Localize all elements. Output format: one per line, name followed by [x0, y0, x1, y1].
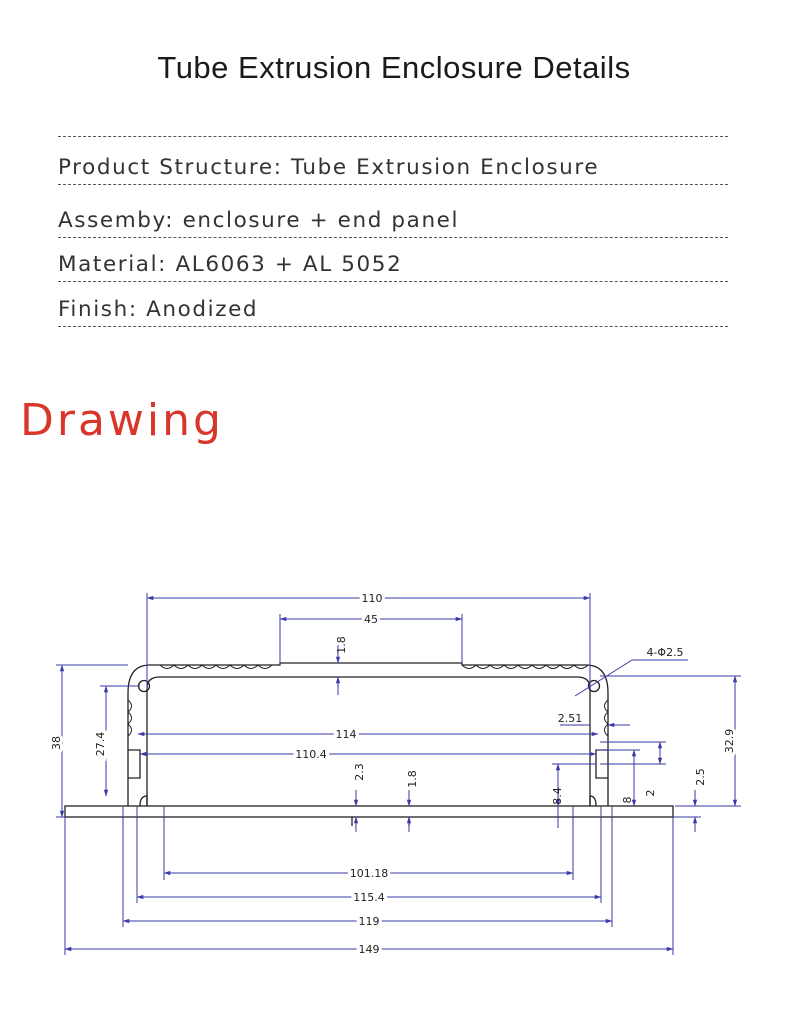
- foot-left: [139, 795, 148, 807]
- dim-label: 114: [336, 728, 357, 741]
- dim-label: 1.8: [335, 636, 348, 654]
- dimension-lines: [56, 593, 741, 955]
- divider: [58, 237, 728, 238]
- spec-row-finish: Finish: Anodized: [58, 297, 259, 322]
- dim-label: 2.51: [558, 712, 583, 725]
- dim-label: 110: [362, 592, 383, 605]
- dim-label: 2.5: [694, 768, 707, 786]
- divider: [58, 184, 728, 185]
- technical-drawing: 110 45 1.8 4-Φ2.5 38 27.4 114 2.51 32.9 …: [47, 589, 741, 959]
- page-title: Tube Extrusion Enclosure Details: [157, 50, 631, 85]
- spec-value: enclosure + end panel: [182, 208, 460, 233]
- dim-label: 101.18: [350, 867, 389, 880]
- dimension-labels: 110 45 1.8 4-Φ2.5 38 27.4 114 2.51 32.9 …: [47, 589, 739, 959]
- dim-label: 27.4: [94, 732, 107, 757]
- spec-label: Material: [58, 252, 159, 277]
- dim-label: 8.4: [551, 787, 564, 805]
- dim-label: 2: [644, 790, 657, 797]
- screw-hole-left: [137, 679, 151, 693]
- spec-label: Product Structure: [58, 155, 274, 180]
- divider: [58, 326, 728, 327]
- dim-label: 2.3: [353, 763, 366, 781]
- dim-label: 8: [621, 797, 634, 804]
- spec-row-assembly: Assemby: enclosure + end panel: [58, 208, 460, 233]
- top-fins: [159, 664, 589, 669]
- spec-row-material: Material: AL6063 + AL 5052: [58, 252, 403, 277]
- dim-label: 110.4: [295, 748, 327, 761]
- spec-row-structure: Product Structure: Tube Extrusion Enclos…: [58, 155, 600, 180]
- spec-value: Anodized: [146, 297, 259, 322]
- enclosure-profile: [64, 662, 674, 826]
- side-fins: [127, 699, 609, 737]
- base-flange: [64, 805, 674, 818]
- spec-value: AL6063 + AL 5052: [175, 252, 403, 277]
- spec-label: Finish: [58, 297, 129, 322]
- divider: [58, 136, 728, 137]
- dim-label: 115.4: [353, 891, 385, 904]
- foot-right: [589, 795, 597, 807]
- dim-label: 119: [359, 915, 380, 928]
- dim-label: 38: [50, 736, 63, 750]
- slot-left: [128, 749, 141, 779]
- dim-label: 4-Φ2.5: [646, 646, 683, 659]
- dim-label: 45: [364, 613, 378, 626]
- outer-wall: [127, 662, 609, 806]
- dim-label: 149: [359, 943, 380, 956]
- spec-value: Tube Extrusion Enclosure: [290, 155, 600, 180]
- dim-label: 32.9: [723, 729, 736, 754]
- screw-hole-right: [587, 679, 601, 693]
- dim-label: 1.8: [406, 770, 419, 788]
- divider: [58, 281, 728, 282]
- section-heading-drawing: Drawing: [20, 395, 224, 446]
- spec-label: Assemby: [58, 208, 166, 233]
- inner-wall: [146, 676, 591, 806]
